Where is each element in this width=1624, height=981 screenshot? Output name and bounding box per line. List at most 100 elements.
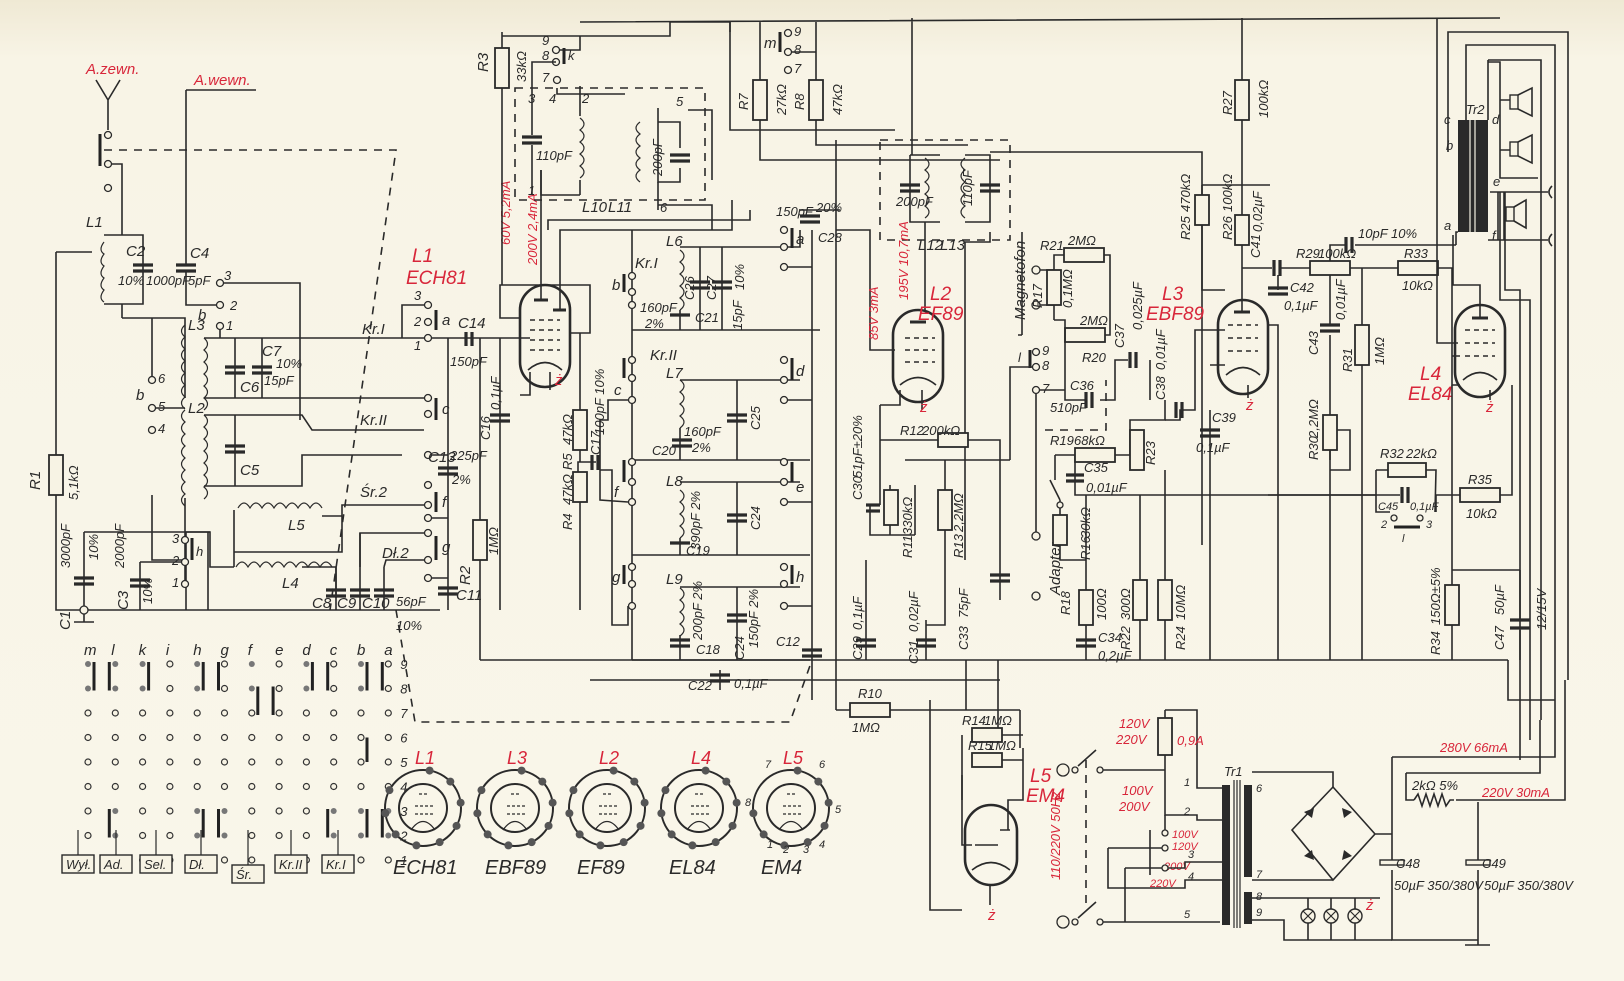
matrix-contact <box>221 832 228 839</box>
matrix-contact <box>220 733 229 742</box>
socket-type: EF89 <box>577 857 625 879</box>
cap-C31-value: 0,02µF <box>906 590 921 632</box>
matrix-contact <box>166 758 174 766</box>
tr1-pin-5: 5 <box>1184 909 1191 921</box>
matrix-contact <box>193 733 201 742</box>
pushbutton-label: Kr.I <box>326 857 346 872</box>
socket-pin <box>793 766 802 775</box>
cap-C7-value: 15pF <box>264 373 295 388</box>
svg-text:2: 2 <box>171 553 180 568</box>
R19-value: 68kΩ <box>1074 433 1105 448</box>
cap-C34-name: C34 <box>1098 630 1122 645</box>
socket-id: L3 <box>507 748 527 768</box>
matrix-contact <box>384 758 392 766</box>
socket-pin <box>569 786 578 795</box>
cap-C21-tol: 2% <box>644 316 664 331</box>
tr1-pin-9: 9 <box>1256 907 1262 919</box>
inductor-L4-label: L4 <box>282 575 299 592</box>
svg-text:2: 2 <box>229 298 238 313</box>
matrix-contact <box>358 808 364 814</box>
band-switch-left: a 321 c f g C13 225pF 2% C11 C14 150pF L… <box>401 246 530 660</box>
osc-switch-h: h <box>796 569 804 586</box>
R24-value: 10MΩ <box>1173 585 1188 620</box>
inductor-L1-label: L1 <box>86 214 103 231</box>
cap-C43-value: 0,01µF <box>1333 278 1348 320</box>
cap-C11-name: C11 <box>456 587 482 604</box>
socket-id: L4 <box>691 748 711 768</box>
socket-pin <box>803 838 812 847</box>
svg-text:6: 6 <box>158 371 166 386</box>
tube-L3-ebf89: ż R27 100kΩ R25 470kΩ R26 100kΩ C41 0,02… <box>1178 18 1460 660</box>
cap-C33-value: 75pF <box>956 587 971 618</box>
matrix-contact <box>220 782 229 791</box>
tape-input-label: Magnetofon <box>1012 241 1029 320</box>
cap-C10-value: 56pF <box>396 594 427 609</box>
matrix-contact <box>248 831 256 840</box>
tr1-pin-7: 7 <box>1256 869 1263 881</box>
cap-C25-name: C25 <box>748 405 763 430</box>
cap-C24b-name: C24 <box>732 636 747 660</box>
cap-C4-name: C4 <box>190 245 209 262</box>
pushbutton-6[interactable]: Kr.I <box>321 830 355 874</box>
R12-name: R12 <box>900 423 925 438</box>
tr2-tap-f: f <box>1492 228 1497 243</box>
pushbutton-2[interactable]: Sel. <box>139 830 173 874</box>
osc-switch-a: a <box>796 231 804 248</box>
matrix-col-a: a <box>384 642 392 659</box>
matrix-col-h: h <box>193 642 201 659</box>
cap-C30-name: C30 <box>850 475 865 500</box>
R24-name: R24 <box>1173 626 1188 650</box>
transformer-Tr1-label: Tr1 <box>1224 764 1243 779</box>
matrix-contact <box>384 684 392 693</box>
matrix-contact <box>84 782 92 791</box>
R7-value: 27kΩ <box>774 84 789 116</box>
socket-type: ECH81 <box>393 857 457 879</box>
tube-L4-id: L4 <box>1420 364 1441 385</box>
cap-C47-tol: 12/15V <box>1534 587 1549 630</box>
osc-kr2-label: Kr.II <box>650 347 677 364</box>
R20-value: 2MΩ <box>1079 313 1108 328</box>
cap-C4-value: 5pF <box>188 273 211 288</box>
pushbutton-3[interactable]: Dł. <box>184 830 218 874</box>
pushbutton-label: Kr.II <box>279 857 303 872</box>
svg-text:5: 5 <box>158 399 166 414</box>
cap-C19-value: 390pF 2% <box>688 491 703 550</box>
tube-L2-ef89: 200pF 110pF L12 L13 ż L2 EF89 85V 3mA 19… <box>836 139 1203 650</box>
osc-switch-e: e <box>796 479 804 496</box>
matrix-contact <box>248 856 256 864</box>
cap-C33-name: C33 <box>956 625 971 650</box>
cap-C3-name: C3 <box>115 590 132 610</box>
matrix-contact <box>111 733 119 742</box>
R27-value: 100kΩ <box>1256 80 1271 118</box>
matrix-row-1: 1 <box>400 853 407 868</box>
cap-C5-name: C5 <box>240 462 260 479</box>
cap-C3-value: 2000pF <box>112 523 127 569</box>
cap-C35-name: C35 <box>1084 460 1109 475</box>
R18-name: R18 <box>1058 590 1073 615</box>
tube-L1-id: L1 <box>412 246 433 267</box>
cap-C9-name: C9 <box>337 595 357 612</box>
tube-L1-op-1: 60V 5,2mA <box>498 181 513 245</box>
cap-C30-value: 51pF±20% <box>850 415 865 478</box>
pushbutton-0[interactable]: Wył. <box>61 830 95 874</box>
pushbutton-1[interactable]: Ad. <box>99 830 133 874</box>
cap-C48-name: C48 <box>1396 856 1421 871</box>
rectifier-bridge <box>1290 786 1392 882</box>
dropping-resistor <box>1413 791 1454 809</box>
cap-C16-name: C16 <box>478 415 493 440</box>
R30-name: R30 <box>1306 435 1321 460</box>
pushbutton-4[interactable]: Śr. <box>231 830 265 884</box>
cap-C14-name: C14 <box>458 315 486 332</box>
R3-name: R3 <box>475 52 492 72</box>
matrix-contact <box>357 709 365 717</box>
switch-k-label: k <box>568 48 576 63</box>
tube-L4-el84: ż L4 EL84 Tr2 c b d e a f R32 22kΩ C45 0… <box>1268 18 1569 760</box>
cap-C47-name: C47 <box>1492 625 1507 650</box>
matrix-contact <box>275 684 283 693</box>
pushbutton-5[interactable]: Kr.II <box>274 830 308 874</box>
osc-switch-d: d <box>796 363 805 380</box>
